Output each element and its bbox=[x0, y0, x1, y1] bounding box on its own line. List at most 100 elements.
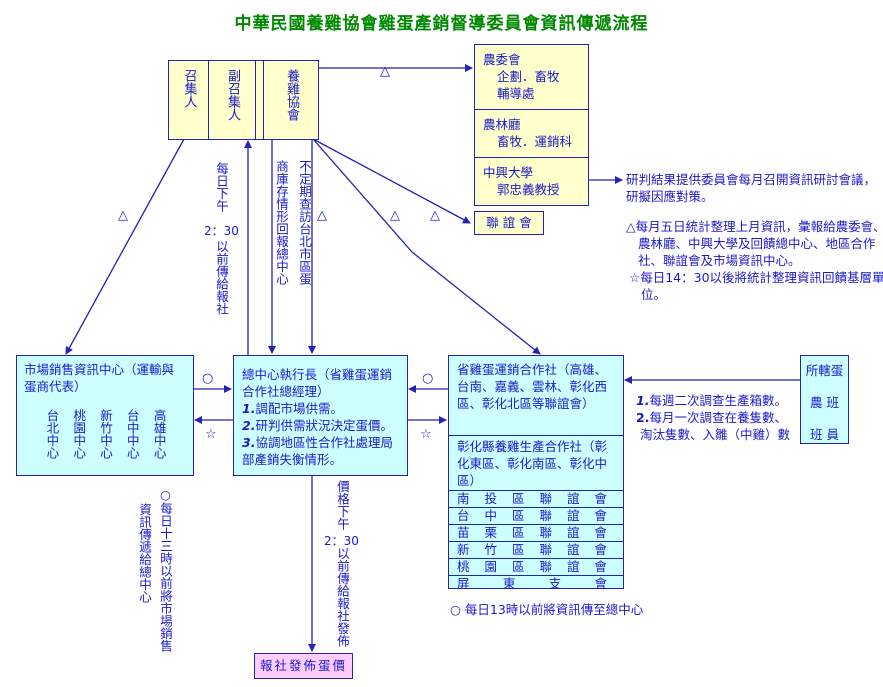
convener-cell: 召集人 bbox=[169, 61, 209, 139]
center-hsinchu: 新竹中心 bbox=[97, 409, 113, 459]
coop-section-provincial: 省雞蛋運銷合作社（高雄、台南、嘉義、雲林、彰化西區、彰化北區等聯誼會） bbox=[449, 356, 623, 436]
head-center-box: 總中心執行長（省雞蛋運銷合作社總經理） 1.調配市場供需。 2.研判供需狀況決定… bbox=[233, 355, 408, 476]
coop-row-char: 區 bbox=[511, 508, 525, 523]
association-cell: 養雞協會 bbox=[264, 61, 318, 139]
coop-row-char: 會 bbox=[594, 542, 607, 557]
convener-label: 召集人 bbox=[181, 69, 197, 108]
farmer-survey: 1.每週二次調查生產箱數。 2.每月一次調查在養隻數、 淘汰隻數、入雛（中雞）數 bbox=[636, 392, 790, 443]
coop-liaison-row: 南投區聯誼會 bbox=[449, 490, 623, 507]
coop-row-char: 誼 bbox=[566, 525, 580, 540]
coop-row-char: 會 bbox=[594, 491, 607, 506]
survey-item: 2.每月一次調查在養隻數、 bbox=[636, 410, 787, 425]
coop-box: 省雞蛋運銷合作社（高雄、台南、嘉義、雲林、彰化西區、彰化北區等聯誼會） 彰化縣養… bbox=[448, 355, 624, 592]
coop-row-char: 園 bbox=[484, 559, 497, 574]
coop-row-char: 誼 bbox=[566, 559, 580, 574]
note-daily-time: 2：30 bbox=[204, 224, 239, 238]
coop-row-char: 聯 bbox=[539, 542, 552, 557]
agency-detail: 企劃．畜牧 bbox=[497, 69, 560, 84]
agency-dept: 農林廳 畜牧．運銷科 bbox=[475, 110, 588, 158]
coop-liaison-row: 屏東支會 bbox=[449, 575, 623, 592]
note-price-2: 以前傳給報社發佈 bbox=[335, 547, 350, 647]
coop-note: ○ 每日13時以前將資訊傳至總中心 bbox=[450, 602, 644, 617]
coop-row-char: 會 bbox=[594, 525, 607, 540]
arrow-top-to-liaison bbox=[312, 138, 471, 224]
note-daily-to-press: 每日下午 bbox=[214, 162, 229, 212]
note-market-report-1: ○每日十三時以前將市場銷售 bbox=[158, 487, 173, 652]
center-kaohsiung: 高雄中心 bbox=[151, 409, 167, 459]
market-center-list: 台北中心 桃園中心 新竹中心 台中中心 高雄中心 bbox=[24, 409, 186, 459]
legend-star: ☆每日14：30以後將統計整理資訊回饋基層單位。 bbox=[629, 270, 883, 302]
coop-section-changhua: 彰化縣養雞生產合作社（彰化東區、彰化南區、彰化中區） bbox=[457, 439, 608, 488]
coop-row-char: 區 bbox=[511, 525, 525, 540]
circle-icon: ○ bbox=[422, 371, 434, 386]
triangle-icon: △ bbox=[317, 208, 327, 223]
coop-liaison-list: 南投區聯誼會台中區聯誼會苗栗區聯誼會新竹區聯誼會桃園區聯誼會屏東支會 bbox=[449, 490, 623, 592]
triangle-icon: △ bbox=[390, 208, 400, 223]
agency-detail: 畜牧．運銷科 bbox=[497, 134, 573, 149]
note-irregular-visit: 不定期查訪台北市區蛋 bbox=[297, 160, 312, 285]
divider bbox=[256, 61, 264, 139]
agency-name: 中興大學 bbox=[483, 165, 534, 180]
circle-icon: ○ bbox=[202, 371, 214, 386]
liaison-label: 聯 誼 會 bbox=[486, 215, 532, 230]
triangle-icon: △ bbox=[430, 208, 440, 223]
star-icon: ☆ bbox=[205, 427, 217, 442]
survey-item: 淘汰隻數、入雛（中雞）數 bbox=[640, 427, 791, 442]
star-icon: ☆ bbox=[420, 427, 432, 442]
legend-triangle: △每月五日統計整理上月資訊，彙報給農委會、農林廳、中興大學及回饋總中心、地區合作… bbox=[626, 219, 883, 268]
coop-row-char: 苗 bbox=[457, 525, 470, 540]
farmers-line: 班 員 bbox=[810, 427, 839, 442]
liaison-box: 聯 誼 會 bbox=[474, 211, 544, 235]
head-center-item: 2.研判供需狀況決定蛋價。 bbox=[242, 418, 393, 433]
coop-row-char: 區 bbox=[511, 542, 525, 557]
coop-row-char: 竹 bbox=[484, 542, 497, 557]
head-center-title: 總中心執行長（省雞蛋運銷合作社總經理） bbox=[242, 367, 393, 399]
coop-row-char: 支 bbox=[548, 576, 562, 591]
press-label: 報社發佈蛋價 bbox=[259, 658, 347, 673]
coop-row-char: 台 bbox=[457, 508, 470, 523]
coop-row-char: 會 bbox=[594, 508, 607, 523]
center-taichung: 台中中心 bbox=[124, 409, 140, 459]
note-stock-report: 商庫存情形回報總中心 bbox=[274, 160, 289, 285]
market-info-center: 市場銷售資訊中心（運輸與蛋商代表） 台北中心 桃園中心 新竹中心 台中中心 高雄… bbox=[16, 355, 194, 476]
coop-row-char: 屏 bbox=[457, 576, 470, 591]
coop-liaison-row: 苗栗區聯誼會 bbox=[449, 524, 623, 541]
agency-name: 農林廳 bbox=[483, 117, 521, 132]
coop-row-char: 區 bbox=[511, 491, 525, 506]
note-market-report-2: 資訊傳遞給總中心 bbox=[137, 503, 152, 603]
arrow-top-to-market bbox=[65, 138, 185, 355]
coop-row-char: 會 bbox=[594, 559, 607, 574]
agency-coa: 農委會 企劃．畜牧 輔導處 bbox=[475, 45, 588, 110]
farmers-box: 所轄蛋 農 班 班 員 bbox=[800, 355, 849, 444]
survey-item: 1.每週二次調查生產箱數。 bbox=[636, 393, 787, 408]
coop-row-char: 聯 bbox=[539, 508, 552, 523]
coop-row-char: 桃 bbox=[457, 559, 470, 574]
vice-convener-label: 副召集人 bbox=[225, 69, 240, 121]
coop-row-char: 南 bbox=[457, 491, 470, 506]
head-center-item: 3.協調地區性合作社處理局部產銷失衡情形。 bbox=[242, 435, 393, 467]
farmers-line: 農 班 bbox=[810, 395, 839, 410]
coop-row-char: 投 bbox=[484, 491, 497, 506]
arrow-top-to-coop bbox=[312, 138, 413, 253]
note-daily-to-press-2: 以前傳給報社 bbox=[214, 240, 229, 315]
research-note: 研判結果提供委員會每月召開資訊研討會議，研擬因應對策。 bbox=[626, 172, 877, 204]
coop-row-char: 東 bbox=[502, 576, 516, 591]
coop-row-char: 誼 bbox=[566, 542, 580, 557]
page-title: 中華民國養雞協會雞蛋產銷督導委員會資訊傳遞流程 bbox=[234, 14, 649, 34]
agencies-box: 農委會 企劃．畜牧 輔導處 農林廳 畜牧．運銷科 中興大學 郭忠義教授 bbox=[474, 44, 589, 206]
agency-detail: 郭忠義教授 bbox=[497, 182, 560, 197]
vice-convener-cell: 副召集人 bbox=[209, 61, 256, 139]
center-taipei: 台北中心 bbox=[44, 409, 60, 459]
press-box: 報社發佈蛋價 bbox=[254, 653, 353, 679]
triangle-icon: △ bbox=[380, 64, 390, 79]
farmers-line: 所轄蛋 bbox=[805, 363, 844, 378]
center-taoyuan: 桃園中心 bbox=[71, 409, 87, 459]
coop-row-char: 聯 bbox=[539, 525, 552, 540]
association-label: 養雞協會 bbox=[284, 69, 299, 121]
agency-name: 農委會 bbox=[483, 52, 521, 67]
committee-box: 召集人 副召集人 養雞協會 bbox=[168, 60, 319, 140]
head-center-item: 1.調配市場供需。 bbox=[242, 401, 343, 416]
coop-liaison-row: 台中區聯誼會 bbox=[449, 507, 623, 524]
coop-row-char: 聯 bbox=[539, 491, 552, 506]
